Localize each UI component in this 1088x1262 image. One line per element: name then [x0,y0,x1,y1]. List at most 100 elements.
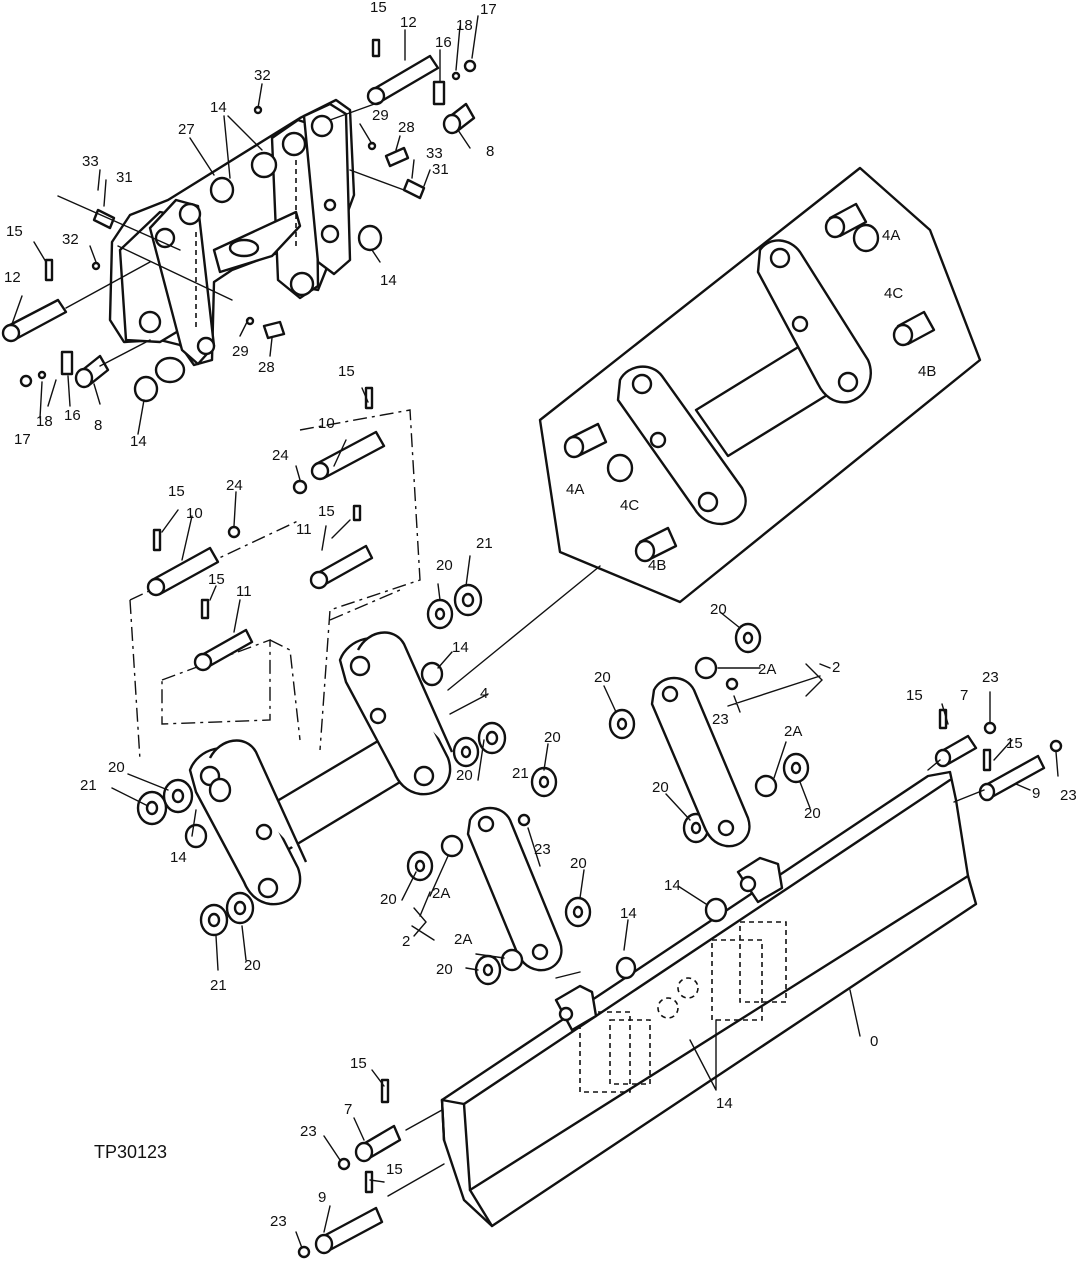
bushing-14 [420,661,444,687]
callout-label: 14 [170,849,187,866]
washer-hole [460,745,472,759]
bushing-2A [694,656,718,680]
callout-label: 4C [620,497,639,514]
washer-hole [485,730,499,746]
lock-plate [60,350,74,376]
pin-end [314,1233,334,1255]
callout-label: 15 [168,483,185,500]
callout-label: 8 [94,417,102,434]
pin-31-upper [402,178,426,200]
callout-label: 23 [300,1123,317,1140]
arm-hole [349,655,371,677]
grease-fitting-23 [517,813,531,827]
washer-hole [616,717,628,731]
hidden-bracket [579,1011,631,1093]
leader-lines [11,15,1059,1249]
callout-label: 23 [270,1213,287,1230]
inset-leader [447,565,601,691]
frame-bushing [357,224,383,252]
blade-group [297,708,1063,1259]
grease-fitting [297,1245,311,1259]
frame-hole [281,131,307,157]
arm-hole [255,823,273,841]
callout-label: 23 [982,669,999,686]
callout-label: 10 [318,415,335,432]
pin-end [146,577,166,597]
callout-label: 12 [400,14,417,31]
bushing-2A [440,834,464,858]
callout-label: 12 [4,269,21,286]
callout-label: 15 [350,1055,367,1072]
roll-pin [200,598,210,620]
callout-label: 14 [380,272,397,289]
callout-label: 21 [476,535,493,552]
cap-screw-head [19,374,33,388]
callout-label: 14 [620,905,637,922]
callout-label: 8 [486,143,494,160]
callout-label: 10 [186,505,203,522]
callout-label: 20 [652,779,669,796]
hidden-bracket [711,939,763,1021]
washer-hole [690,821,702,835]
callout-label: 20 [456,767,473,784]
hidden-bushing [677,977,699,999]
callout-label: 20 [544,729,561,746]
drawing-code: TP30123 [94,1142,167,1162]
bracket-hole [558,1006,574,1022]
callout-label: 15 [6,223,23,240]
washer-hole [482,963,494,977]
washer-group [136,583,810,986]
frame-bushing [209,176,235,204]
washer-hole [572,905,584,919]
callout-label: 20 [570,855,587,872]
phantom-outline-right [299,409,421,751]
arm-plate-right-inner [356,631,454,753]
grease-fitting-24 [227,525,241,539]
callout-label: 11 [236,583,252,600]
callout-label: 15 [1006,735,1023,752]
callout-label: 4 [480,685,488,702]
inset-outline [538,166,982,604]
bracket-2-lower [413,907,427,937]
pin-end [310,461,330,481]
pin-end [193,652,213,672]
callout-label: 20 [594,669,611,686]
frame-hole [320,224,340,244]
bushing-face [892,323,914,347]
link-hole [661,685,679,703]
inset-hole [697,491,719,513]
bushing-14 [184,823,208,849]
callout-label: 31 [432,161,449,178]
callout-label: 24 [226,477,243,494]
pin-end [354,1141,374,1163]
callout-label: 15 [318,503,335,520]
callout-label: 9 [1032,785,1040,802]
callout-label: 16 [64,407,81,424]
callout-label: 14 [452,639,469,656]
bushing-2A [754,774,778,798]
callout-label: 18 [36,413,53,430]
grease-fitting [983,721,997,735]
washer-hole [207,912,221,928]
callout-label: 21 [512,765,529,782]
cap-screw-head [463,59,477,73]
frame-hole [196,336,216,356]
washer-hole [461,592,475,608]
frame-hole [154,227,176,249]
lock-plate [432,80,446,106]
blade-face [440,770,978,1228]
callout-label: 21 [80,777,97,794]
callout-label: 4C [884,285,903,302]
callout-label: 2A [432,885,450,902]
callout-label: 14 [210,99,227,116]
callout-label: 31 [116,169,133,186]
frame-hole [310,114,334,138]
callout-label: 28 [398,119,415,136]
washer-hole [538,775,550,789]
bracket-hole [739,875,757,893]
alignment-line [387,759,985,1197]
blade-bracket-left [554,984,598,1032]
roll-pin [371,38,381,58]
callout-label: 20 [108,759,125,776]
